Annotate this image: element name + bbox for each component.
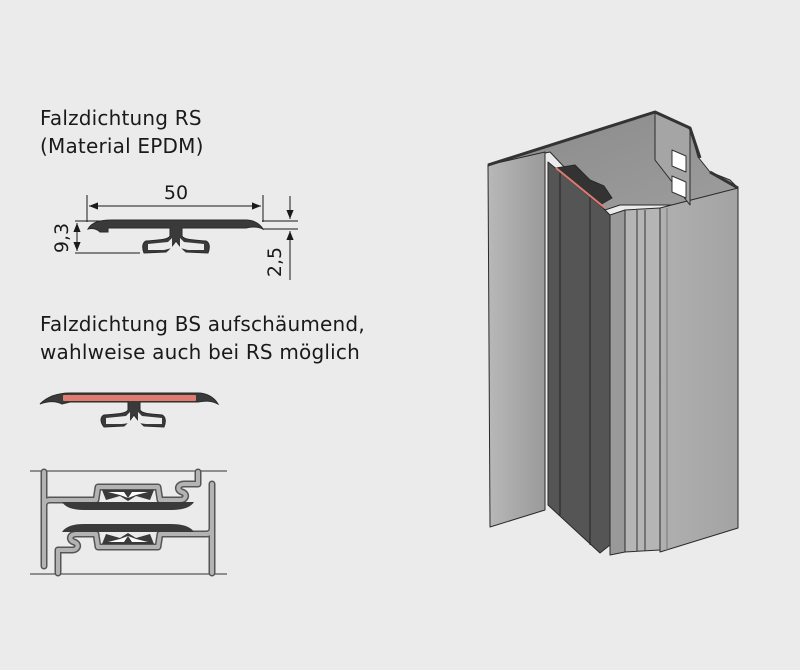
seal-cavity (180, 238, 204, 250)
profile-rebate (547, 161, 611, 554)
seal-rs-title: Falzdichtung RS (Material EPDM) (40, 104, 204, 160)
dim-height-label: 9,3 (51, 223, 73, 253)
installation-section (30, 468, 227, 577)
seal-cavity (106, 412, 130, 424)
seal-rs-title-line1: Falzdichtung RS (40, 106, 202, 130)
profile-left-flange (487, 151, 546, 528)
seal-bs-title-line1: Falzdichtung BS aufschäumend, (40, 312, 365, 336)
profile-slot (671, 175, 687, 199)
profile-slot (671, 149, 687, 173)
profile-rib (609, 209, 626, 556)
seal-rs-drawing: 50 9,3 2,5 (51, 182, 298, 280)
dim-lip-label: 2,5 (264, 247, 286, 277)
seal-cavity (108, 536, 148, 542)
seal-cavity (148, 238, 172, 250)
frame-profile-3d (487, 110, 739, 556)
profile-right-face (659, 187, 739, 553)
seal-bs-title-line2: wahlweise auch bei RS möglich (40, 340, 360, 364)
seal-cavity (108, 492, 148, 498)
seal-rs-title-line2: (Material EPDM) (40, 134, 204, 158)
seal-rs-profile (86, 219, 265, 254)
foam-strip (63, 395, 196, 401)
seal-bs-drawing (39, 392, 220, 428)
seal-bs-profile (39, 392, 220, 428)
seal-cavity (138, 412, 162, 424)
dim-width-label: 50 (164, 182, 188, 204)
profile-rib (624, 207, 661, 553)
seal-installed-lower (62, 524, 194, 544)
seal-installed-upper (62, 490, 194, 510)
seal-bs-title: Falzdichtung BS aufschäumend, wahlweise … (40, 310, 365, 366)
profile-top-edge (487, 110, 739, 190)
profile-foam-strip (555, 167, 606, 209)
